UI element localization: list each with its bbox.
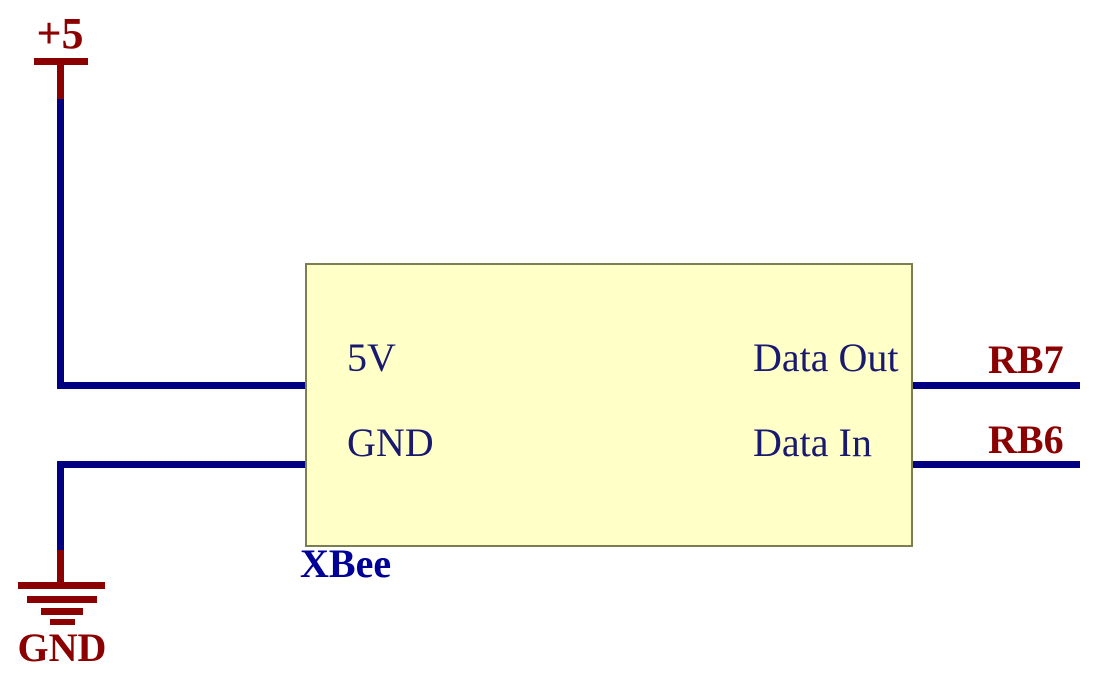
component-body	[305, 263, 913, 547]
pin-label-data-in: Data In	[753, 420, 872, 465]
wire-5v-horizontal	[57, 382, 305, 389]
net-label-rb6: RB6	[988, 417, 1064, 462]
power-rail-bar-icon	[34, 58, 88, 65]
pin-label-data-out: Data Out	[753, 335, 899, 380]
wire-data-in	[913, 461, 1080, 468]
ground-symbol-bar4	[50, 619, 75, 625]
ground-stub	[57, 550, 64, 583]
power-rail-stub	[57, 63, 64, 101]
wire-gnd-horizontal	[57, 461, 305, 468]
net-label-rb7: RB7	[988, 337, 1064, 382]
wire-data-out	[913, 382, 1080, 389]
wire-5v-vertical	[57, 99, 64, 389]
ground-symbol-bar2	[27, 596, 97, 603]
component-name-label: XBee	[300, 541, 392, 586]
ground-label: GND	[17, 625, 107, 670]
ground-symbol-bar3	[41, 608, 83, 615]
power-rail-label: +5	[36, 9, 84, 58]
ground-symbol-icon	[18, 582, 105, 589]
wire-gnd-vertical	[57, 461, 64, 552]
pin-label-5v: 5V	[347, 335, 396, 380]
pin-label-gnd: GND	[347, 420, 434, 465]
